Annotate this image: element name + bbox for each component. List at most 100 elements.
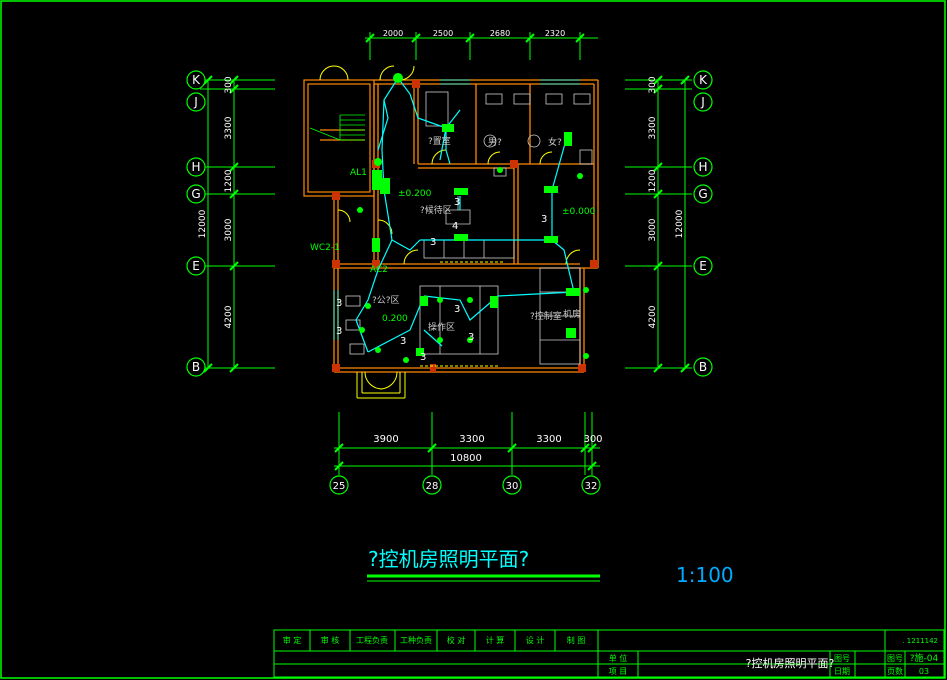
tb-header-check: 校 对: [447, 635, 466, 645]
circuit-count-4: 3: [541, 214, 547, 225]
axis-label-32: 32: [585, 481, 598, 492]
elevation-label-1: ±0.200: [398, 189, 432, 199]
bottom-dim-2: 3300: [459, 434, 484, 445]
left-dimension-chain: [200, 75, 275, 373]
top-dim-4: 2320: [545, 29, 565, 38]
left-dim-4200: 4200: [224, 305, 234, 328]
axis-label-e-right: E: [699, 259, 707, 273]
axis-label-j-left: J: [193, 95, 198, 109]
circuit-count-2: 4: [452, 221, 458, 232]
axis-bubble-25: [329, 475, 349, 495]
tb-header-discipline-lead: 工种负责: [400, 635, 432, 645]
tb-sheet-label: 图号: [887, 654, 903, 663]
light-fixtures: [357, 73, 589, 363]
right-dim-300: 300: [648, 76, 658, 93]
room-label-office: ?公?区: [372, 295, 400, 306]
axis-label-28: 28: [426, 481, 439, 492]
bottom-dim-1: 3900: [373, 434, 398, 445]
left-dim-1200: 1200: [224, 169, 234, 192]
left-dim-3300: 3300: [224, 116, 234, 139]
axis-label-b-left: B: [192, 360, 200, 374]
right-dim-1200: 1200: [648, 169, 658, 192]
left-dim-3000: 3000: [224, 218, 234, 241]
tb-code-label: 图号: [834, 654, 850, 663]
axis-label-j-right: J: [700, 95, 705, 109]
axis-bubble-30: [502, 475, 522, 495]
axis-label-g-left: G: [191, 187, 200, 201]
tb-header-approve: 审 定: [283, 635, 302, 645]
axis-bubble-b-right: [693, 357, 713, 377]
axis-bubble-e-right: [693, 256, 713, 276]
room-label-male: 男?: [488, 137, 502, 148]
right-dim-4200: 4200: [648, 305, 658, 328]
tb-header-draft: 制 图: [567, 635, 586, 645]
tb-page-value: 03: [919, 667, 929, 676]
axis-label-h-right: H: [698, 160, 707, 174]
axis-label-k-left: K: [192, 73, 201, 87]
top-dim-2: 2500: [433, 29, 453, 38]
circuit-count-8: 3: [468, 332, 474, 343]
bottom-dimension-chain: [334, 412, 600, 475]
room-label-machine: 机房: [563, 308, 581, 320]
lighting-circuits: [355, 76, 575, 353]
axis-label-g-right: G: [698, 187, 707, 201]
circuit-count-5: 3: [336, 298, 342, 309]
tb-serial: . 1211142: [902, 637, 938, 645]
column-axis-bubbles: [329, 475, 601, 495]
circuit-count-1: 3: [454, 197, 460, 208]
elevation-label-2: ±0.000: [562, 207, 596, 217]
right-dim-3000: 3000: [648, 218, 658, 241]
axis-bubble-j-right: [693, 92, 713, 112]
axis-label-h-left: H: [191, 160, 200, 174]
room-label-waiting: ?候待区: [420, 204, 452, 216]
axis-label-25: 25: [333, 481, 346, 492]
axis-label-e-left: E: [192, 259, 200, 273]
tb-page-label: 页数: [887, 666, 903, 676]
left-dim-300: 300: [224, 76, 234, 93]
axis-bubble-b-left: [186, 357, 206, 377]
right-dim-total: 12000: [675, 209, 685, 238]
panel-label-ac2: AC2: [370, 265, 388, 275]
row-axis-bubbles-left: [186, 70, 206, 377]
axis-bubble-g-right: [693, 184, 713, 204]
circuit-count-9: 3: [400, 336, 406, 347]
axis-bubble-28: [422, 475, 442, 495]
top-dim-1: 2000: [383, 29, 403, 38]
drawing-scale: 1:100: [676, 563, 734, 587]
circuit-count-10: 3: [420, 352, 426, 363]
panel-label-wc21: WC2-1: [310, 243, 340, 253]
room-label-control: ?控制室: [530, 310, 562, 322]
tb-date-label: 日期: [834, 667, 850, 676]
circuit-count-7: 3: [454, 304, 460, 315]
left-dim-total: 12000: [198, 209, 208, 238]
panel-label-al1: AL1: [350, 168, 367, 178]
right-dim-3300: 3300: [648, 116, 658, 139]
right-dimension-chain: [625, 75, 692, 373]
tb-header-calc: 计 算: [486, 635, 505, 645]
tb-header-project-lead: 工程负责: [356, 635, 388, 645]
axis-label-k-right: K: [699, 73, 708, 87]
axis-label-30: 30: [506, 481, 519, 492]
tb-project-label: 项 目: [609, 667, 628, 676]
room-label-console: 操作区: [428, 321, 455, 333]
tb-unit-label: 单 位: [609, 653, 628, 663]
tb-code-value: ?施-04: [910, 652, 939, 664]
floor-plan-walls: [303, 65, 599, 399]
tb-header-design: 设 计: [526, 635, 545, 645]
title-block: [273, 629, 945, 678]
axis-bubble-g-left: [186, 184, 206, 204]
circuit-count-6: 3: [336, 326, 342, 337]
bottom-dim-total: 10800: [450, 453, 482, 464]
axis-bubble-k-right: [693, 70, 713, 90]
bottom-dim-3: 3300: [536, 434, 561, 445]
axis-label-b-right: B: [699, 360, 707, 374]
row-axis-bubbles-right: [693, 70, 713, 377]
room-label-1: ?置室: [428, 135, 451, 147]
axis-bubble-h-left: [186, 157, 206, 177]
top-dimension-chain: [365, 32, 598, 60]
room-label-female: 女?: [548, 136, 562, 148]
drawing-title: ?控机房照明平面?: [368, 547, 529, 571]
elevation-label-3: 0.200: [382, 314, 408, 324]
